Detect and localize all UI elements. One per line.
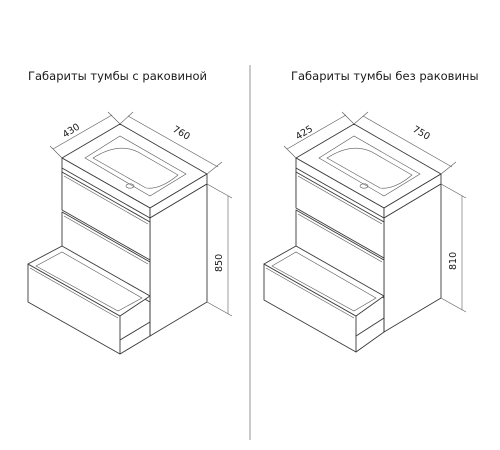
left-depth-label: 430	[61, 122, 82, 141]
right-depth-label: 425	[294, 124, 315, 143]
right-panel: Габариты тумбы без раковины	[263, 69, 479, 353]
left-panel-title: Габариты тумбы с раковиной	[28, 69, 207, 83]
left-height-label: 850	[214, 254, 225, 272]
right-width-label: 750	[411, 124, 432, 143]
left-width-label: 760	[171, 124, 192, 143]
right-panel-title: Габариты тумбы без раковины	[291, 69, 479, 83]
left-vanity-drawing	[27, 111, 233, 355]
left-panel: Габариты тумбы с раковиной	[27, 69, 233, 355]
right-height-label: 810	[448, 252, 459, 270]
right-vanity-drawing	[263, 111, 467, 353]
